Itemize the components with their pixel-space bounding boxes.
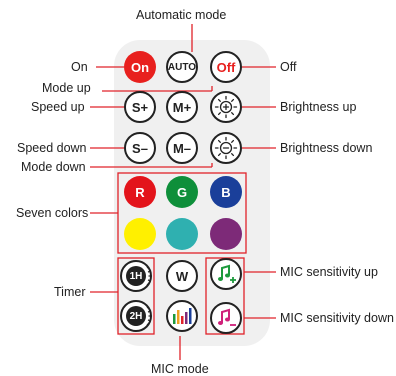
label-mic-mode: MIC mode [151, 362, 209, 376]
off-button[interactable]: Off [210, 51, 242, 83]
label-brightness-up: Brightness up [280, 100, 357, 114]
timer-dial-icon [126, 306, 150, 326]
equalizer-icon [173, 308, 192, 324]
mic-mode-button[interactable] [166, 300, 198, 332]
label-off: Off [280, 60, 297, 74]
mode-up-button[interactable]: M+ [166, 91, 198, 123]
label-seven-colors: Seven colors [16, 206, 89, 220]
label-on: On [71, 60, 88, 74]
mic-sensitivity-down-button[interactable] [210, 302, 242, 334]
red-button[interactable]: R [124, 176, 156, 208]
brightness-down-button[interactable] [210, 132, 242, 164]
callout-lines [90, 24, 276, 360]
label-mode-down: Mode down [21, 160, 86, 174]
label-mic-sensitivity-down: MIC sensitivity down [280, 311, 394, 325]
label-mic-sensitivity-up: MIC sensitivity up [280, 265, 378, 279]
label-automatic-mode: Automatic mode [136, 8, 227, 22]
sun-plus-icon [214, 95, 238, 119]
note-plus-icon [218, 264, 236, 283]
label-timer: Timer [54, 285, 86, 299]
speed-down-button[interactable]: S– [124, 132, 156, 164]
mic-sensitivity-up-button[interactable] [210, 258, 242, 290]
timer-2h-label: 2H [129, 310, 143, 322]
timer-1h-label: 1H [129, 270, 143, 282]
note-minus-icon [218, 308, 236, 326]
timer-2h-button[interactable]: 2H [120, 300, 152, 332]
cyan-button[interactable] [166, 218, 198, 250]
brightness-up-button[interactable] [210, 91, 242, 123]
on-button[interactable]: On [124, 51, 156, 83]
label-brightness-down: Brightness down [280, 141, 373, 155]
blue-button[interactable]: B [210, 176, 242, 208]
label-speed-up: Speed up [31, 100, 85, 114]
white-button[interactable]: W [166, 260, 198, 292]
mode-down-button[interactable]: M– [166, 132, 198, 164]
sun-minus-icon [214, 136, 238, 160]
auto-button[interactable]: AUTO [166, 51, 198, 83]
timer-dial-icon [126, 266, 150, 286]
green-button[interactable]: G [166, 176, 198, 208]
label-speed-down: Speed down [17, 141, 87, 155]
purple-button[interactable] [210, 218, 242, 250]
speed-up-button[interactable]: S+ [124, 91, 156, 123]
label-mode-up: Mode up [42, 81, 91, 95]
yellow-button[interactable] [124, 218, 156, 250]
timer-1h-button[interactable]: 1H [120, 260, 152, 292]
